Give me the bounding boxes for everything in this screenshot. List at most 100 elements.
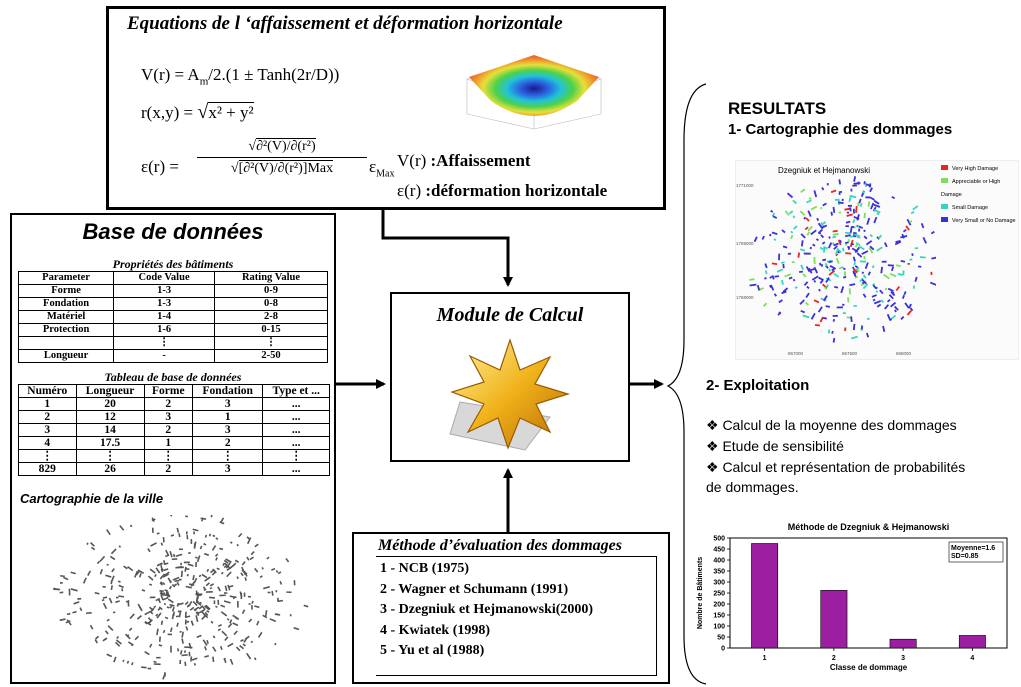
building-mark [201, 573, 208, 579]
building-damage-mark [881, 260, 887, 263]
building-damage-mark [853, 232, 856, 237]
equation-subsidence: V(r) = Am/2.(1 ± Tanh(2r/D)) [141, 65, 340, 88]
methods-inner-frame [376, 556, 657, 676]
y-tick-label: 100 [713, 624, 725, 631]
building-damage-mark [852, 218, 856, 224]
building-mark [176, 622, 179, 627]
building-mark [173, 583, 178, 587]
y-tick-label: 50 [717, 635, 725, 642]
building-damage-mark [886, 298, 891, 303]
building-damage-mark [889, 318, 892, 322]
building-mark [193, 577, 198, 584]
building-damage-mark [858, 254, 863, 258]
building-mark [195, 561, 197, 568]
building-mark [111, 568, 115, 573]
equations-box: Equations de l ‘affaissement et déformat… [106, 6, 666, 210]
building-damage-mark [832, 229, 838, 233]
building-damage-mark [764, 277, 767, 280]
building-mark [149, 596, 156, 599]
building-damage-mark [832, 235, 837, 239]
building-mark [72, 610, 77, 614]
building-mark [210, 569, 214, 574]
building-mark [169, 627, 173, 633]
building-damage-mark [849, 194, 857, 199]
building-damage-mark [832, 337, 836, 343]
building-damage-mark [871, 265, 875, 269]
building-damage-mark [852, 271, 857, 278]
building-mark [236, 600, 239, 608]
building-damage-mark [865, 183, 872, 187]
building-damage-mark [772, 215, 778, 219]
building-mark [164, 571, 170, 576]
building-mark [254, 543, 259, 548]
building-damage-mark [825, 278, 830, 283]
building-damage-mark [786, 192, 794, 199]
building-mark [119, 525, 125, 531]
building-mark [186, 620, 190, 624]
building-mark [66, 619, 72, 626]
building-mark [184, 566, 187, 572]
building-mark [250, 551, 255, 556]
building-mark [126, 634, 130, 638]
building-mark [286, 591, 292, 594]
building-mark [68, 588, 71, 596]
building-damage-mark [800, 233, 806, 239]
building-damage-mark [794, 286, 798, 289]
building-damage-mark [843, 276, 847, 279]
equations-title: Equations de l ‘affaissement et déformat… [127, 13, 563, 34]
building-mark [263, 585, 270, 590]
building-mark [239, 644, 245, 650]
bullet-sensitivity: ❖ Etude de sensibilité [706, 438, 844, 454]
building-damage-mark [858, 228, 861, 232]
y-tick-label: 0 [721, 646, 725, 653]
building-mark [246, 536, 250, 540]
building-mark [166, 606, 170, 609]
building-damage-mark [819, 316, 824, 323]
building-damage-mark [883, 273, 890, 280]
methods-title: Méthode d’évaluation des dommages [378, 537, 622, 554]
building-mark [191, 657, 198, 661]
building-mark [221, 630, 228, 637]
bar [958, 635, 986, 649]
results-brace [666, 83, 707, 685]
building-damage-mark [843, 271, 847, 278]
building-damage-mark [819, 246, 824, 251]
building-damage-mark [810, 205, 818, 211]
building-damage-mark [821, 241, 826, 245]
building-mark [198, 605, 204, 610]
building-damage-mark [873, 209, 881, 214]
building-mark [149, 643, 153, 648]
building-damage-mark [852, 208, 855, 214]
building-damage-mark [778, 253, 781, 261]
building-mark [82, 577, 87, 584]
building-mark [192, 528, 199, 532]
building-damage-mark [888, 294, 894, 300]
building-damage-mark [853, 304, 857, 307]
building-damage-mark [805, 292, 810, 299]
building-damage-mark [825, 264, 829, 269]
building-damage-mark [930, 230, 935, 235]
building-mark [185, 568, 190, 570]
building-damage-mark [909, 258, 913, 261]
building-damage-mark [813, 190, 818, 198]
damage-map-title: Dzegniuk et Hejmanowski [778, 166, 871, 175]
building-damage-mark [859, 260, 867, 263]
building-mark [210, 515, 214, 518]
building-mark [214, 553, 219, 557]
building-mark [137, 603, 142, 611]
building-mark [160, 568, 164, 573]
building-damage-mark [875, 290, 879, 293]
building-mark [209, 586, 213, 590]
building-mark [118, 584, 124, 589]
building-mark [229, 619, 233, 624]
building-damage-mark [852, 323, 856, 331]
building-mark [136, 615, 142, 620]
building-mark [227, 584, 231, 591]
damage-map-legend: Very High Damage Appreciable or High Dam… [941, 163, 1018, 228]
building-damage-mark [868, 247, 874, 254]
building-mark [160, 620, 164, 625]
building-mark [172, 576, 180, 581]
database-box: Base de données Propriétés des bâtiments… [10, 213, 336, 684]
building-mark [104, 630, 109, 635]
building-mark [147, 548, 151, 553]
